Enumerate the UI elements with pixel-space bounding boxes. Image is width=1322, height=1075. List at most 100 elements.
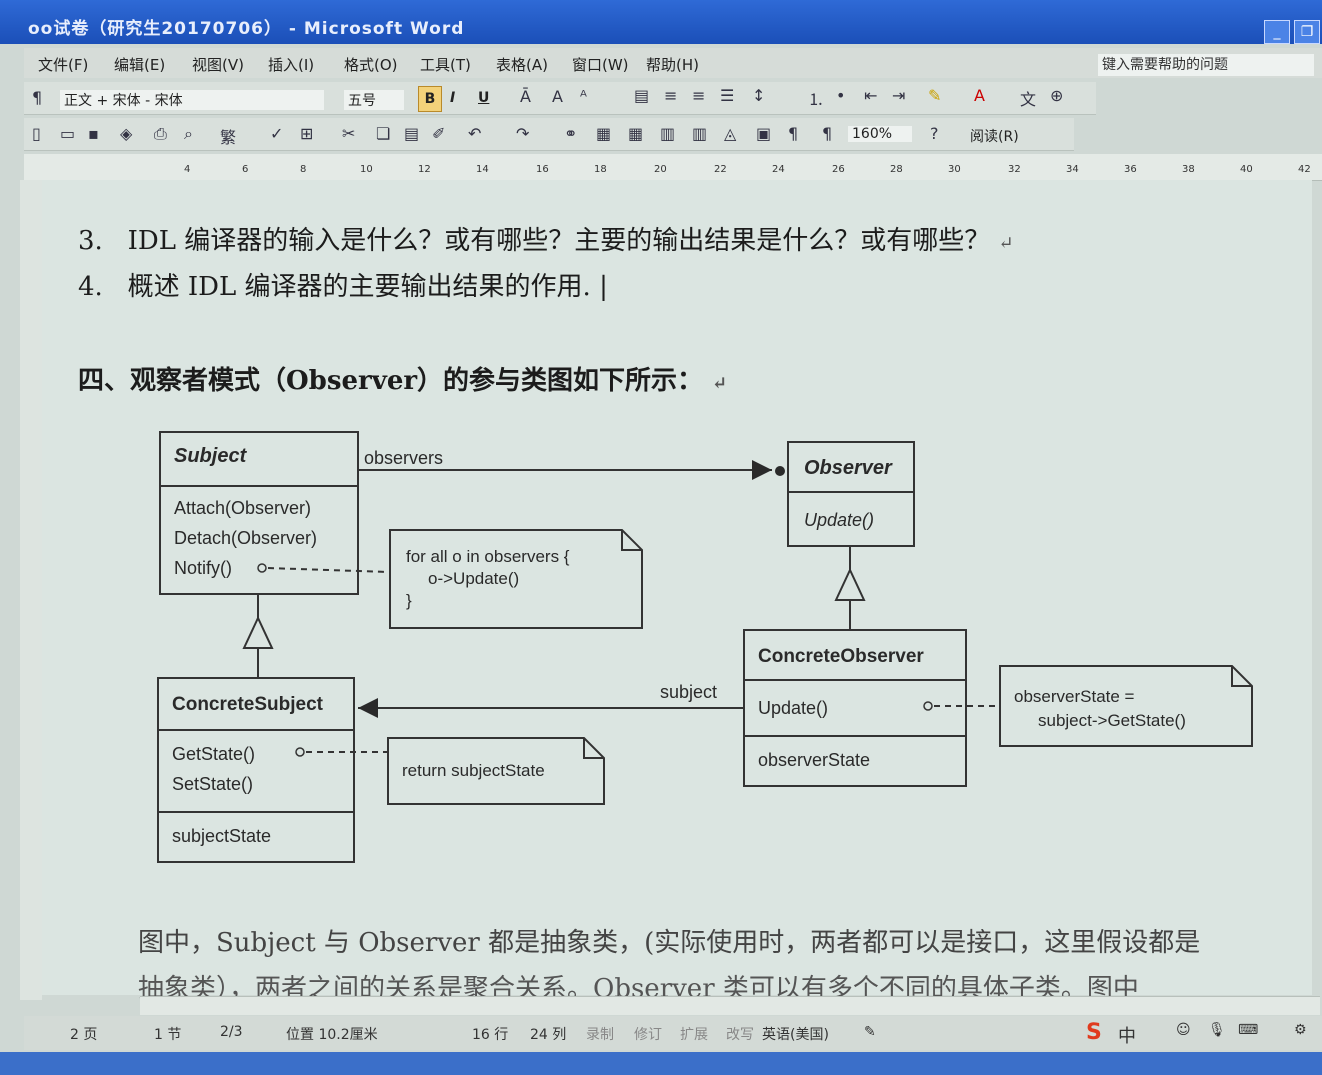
vertical-ruler[interactable] (20, 180, 42, 1000)
align-center-icon[interactable]: ≡ (664, 86, 678, 105)
distributed-icon[interactable]: ☰ (720, 86, 735, 105)
traditional-chinese-icon[interactable]: 繁 (220, 128, 237, 147)
styles-pane-icon[interactable]: ¶ (32, 88, 43, 107)
phonetic-icon[interactable]: 文 (1020, 90, 1037, 109)
restore-button[interactable]: ❐ (1294, 20, 1320, 44)
subject-op: Detach(Observer) (174, 528, 317, 548)
status-record[interactable]: 录制 (586, 1027, 614, 1043)
update-note-line: subject->GetState() (1038, 711, 1186, 730)
char-border-icon[interactable]: Ā (520, 87, 531, 106)
char-scale-icon[interactable]: ᴬ (580, 87, 587, 106)
status-extend[interactable]: 扩展 (680, 1027, 708, 1043)
subject-class: Subject Attach(Observer) Detach(Observer… (159, 431, 359, 595)
underline-button[interactable]: U (478, 90, 490, 106)
subject-op: Attach(Observer) (174, 498, 311, 518)
horizontal-scrollbar[interactable] (140, 996, 1320, 1015)
menu-tools[interactable]: 工具(T) (420, 56, 471, 74)
ruler-tick: 16 (536, 164, 549, 175)
menu-format[interactable]: 格式(O) (344, 56, 398, 74)
menu-help[interactable]: 帮助(H) (646, 56, 699, 74)
redo-icon[interactable]: ↷ (516, 124, 530, 143)
help-icon[interactable]: ? (930, 124, 939, 143)
update-note-line: observerState = (1014, 687, 1135, 706)
bold-button[interactable]: B (418, 86, 442, 112)
show-hide-icon[interactable]: ¶ (788, 124, 799, 143)
sogou-ime-icon[interactable]: S (1086, 1020, 1102, 1045)
document-page[interactable]: 3. IDL 编译器的输入是什么？或有哪些？主要的输出结果是什么？或有哪些？ ↵… (42, 180, 1312, 1004)
ruler-tick: 4 (184, 164, 191, 175)
concrete-observer-class: ConcreteObserver Update() observerState (743, 629, 967, 787)
align-right-icon[interactable]: ≡ (692, 86, 706, 105)
new-document-icon[interactable]: ▯ (32, 124, 41, 143)
font-color-icon[interactable]: A (974, 86, 985, 105)
hyperlink-icon[interactable]: ⚭ (564, 124, 578, 143)
paste-icon[interactable]: ▤ (404, 124, 420, 143)
observer-class: Observer Update() (787, 441, 915, 547)
save-icon[interactable]: ▪ (88, 124, 99, 143)
minimize-button[interactable]: _ (1264, 20, 1290, 44)
drawing-icon[interactable]: ◬ (724, 124, 737, 143)
increase-indent-icon[interactable]: ⇥ (892, 86, 906, 105)
taskbar (0, 1052, 1322, 1075)
notify-note-line: o->Update() (428, 569, 519, 588)
menu-insert[interactable]: 插入(I) (268, 56, 315, 74)
copy-icon[interactable]: ❏ (376, 124, 391, 143)
ime-mode[interactable]: 中 (1118, 1026, 1136, 1047)
menu-table[interactable]: 表格(A) (496, 56, 548, 74)
menu-view[interactable]: 视图(V) (192, 56, 244, 74)
line-spacing-icon[interactable]: ↕ (752, 86, 766, 105)
format-painter-icon[interactable]: ✐ (432, 124, 446, 143)
decrease-indent-icon[interactable]: ⇤ (864, 86, 878, 105)
open-icon[interactable]: ▭ (60, 124, 76, 143)
read-button[interactable]: 阅读(R) (970, 129, 1019, 145)
ruler-tick: 18 (594, 164, 607, 175)
char-shading-icon[interactable]: A (552, 87, 563, 106)
help-search-input[interactable]: 键入需要帮助的问题 (1098, 54, 1314, 76)
subject-association-label: subject (660, 682, 717, 702)
align-justify-icon[interactable]: ▤ (634, 86, 650, 105)
bullets-icon[interactable]: • (836, 86, 846, 105)
document-map-icon[interactable]: ▣ (756, 124, 772, 143)
permission-icon[interactable]: ◈ (120, 124, 133, 143)
menu-edit[interactable]: 编辑(E) (114, 56, 166, 74)
ruler-tick: 26 (832, 164, 845, 175)
menu-file[interactable]: 文件(F) (38, 56, 89, 74)
microphone-icon[interactable]: 🎙 (1208, 1022, 1226, 1038)
font-size-select[interactable]: 五号 (344, 90, 404, 110)
keyboard-icon[interactable]: ⌨ (1238, 1022, 1259, 1038)
status-overtype[interactable]: 改写 (726, 1027, 754, 1043)
status-page: 2 页 (70, 1027, 98, 1043)
paragraph-mark-icon: ↵ (712, 373, 728, 394)
emoji-icon[interactable]: ☺ (1176, 1022, 1191, 1038)
print-preview-icon[interactable]: ⌕ (184, 124, 193, 143)
status-track-changes[interactable]: 修订 (634, 1027, 662, 1043)
show-marks-icon[interactable]: ¶ (822, 124, 833, 143)
paragraph-line-1: 图中，Subject 与 Observer 都是抽象类，(实际使用时，两者都可以… (138, 928, 1201, 958)
print-icon[interactable]: ⎙ (154, 124, 167, 143)
research-icon[interactable]: ⊞ (300, 124, 314, 143)
zoom-select[interactable]: 160% (848, 126, 912, 142)
insert-excel-icon[interactable]: ▥ (660, 124, 676, 143)
columns-icon[interactable]: ▥ (692, 124, 708, 143)
numbering-icon[interactable]: ⒈ (808, 90, 825, 109)
horizontal-ruler[interactable]: 4 6 8 10 12 14 16 18 20 22 24 26 28 30 3… (24, 154, 1322, 181)
formatting-toolbar: ¶ 正文 + 宋体 - 宋体 五号 B I U Ā A ᴬ ▤ ≡ ≡ ☰ ↕ … (24, 82, 1096, 115)
ruler-tick: 6 (242, 164, 249, 175)
menu-window[interactable]: 窗口(W) (572, 56, 629, 74)
italic-button[interactable]: I (450, 90, 456, 106)
getstate-note-text: return subjectState (402, 761, 545, 780)
status-language: 英语(美国) (762, 1027, 829, 1043)
notify-note-line: for all o in observers { (406, 547, 570, 566)
undo-icon[interactable]: ↶ (468, 124, 482, 143)
tables-borders-icon[interactable]: ▦ (596, 124, 612, 143)
insert-table-icon[interactable]: ▦ (628, 124, 644, 143)
ruler-tick: 36 (1124, 164, 1137, 175)
enclose-char-icon[interactable]: ⊕ (1050, 86, 1064, 105)
spelling-status-icon[interactable]: ✎ (864, 1024, 876, 1040)
spelling-icon[interactable]: ✓ (270, 124, 284, 143)
highlight-icon[interactable]: ✎ (928, 86, 942, 105)
settings-icon[interactable]: ⚙ (1294, 1022, 1307, 1038)
style-select[interactable]: 正文 + 宋体 - 宋体 (60, 90, 324, 110)
update-note: observerState = subject->GetState() (999, 665, 1253, 747)
cut-icon[interactable]: ✂ (342, 124, 356, 143)
